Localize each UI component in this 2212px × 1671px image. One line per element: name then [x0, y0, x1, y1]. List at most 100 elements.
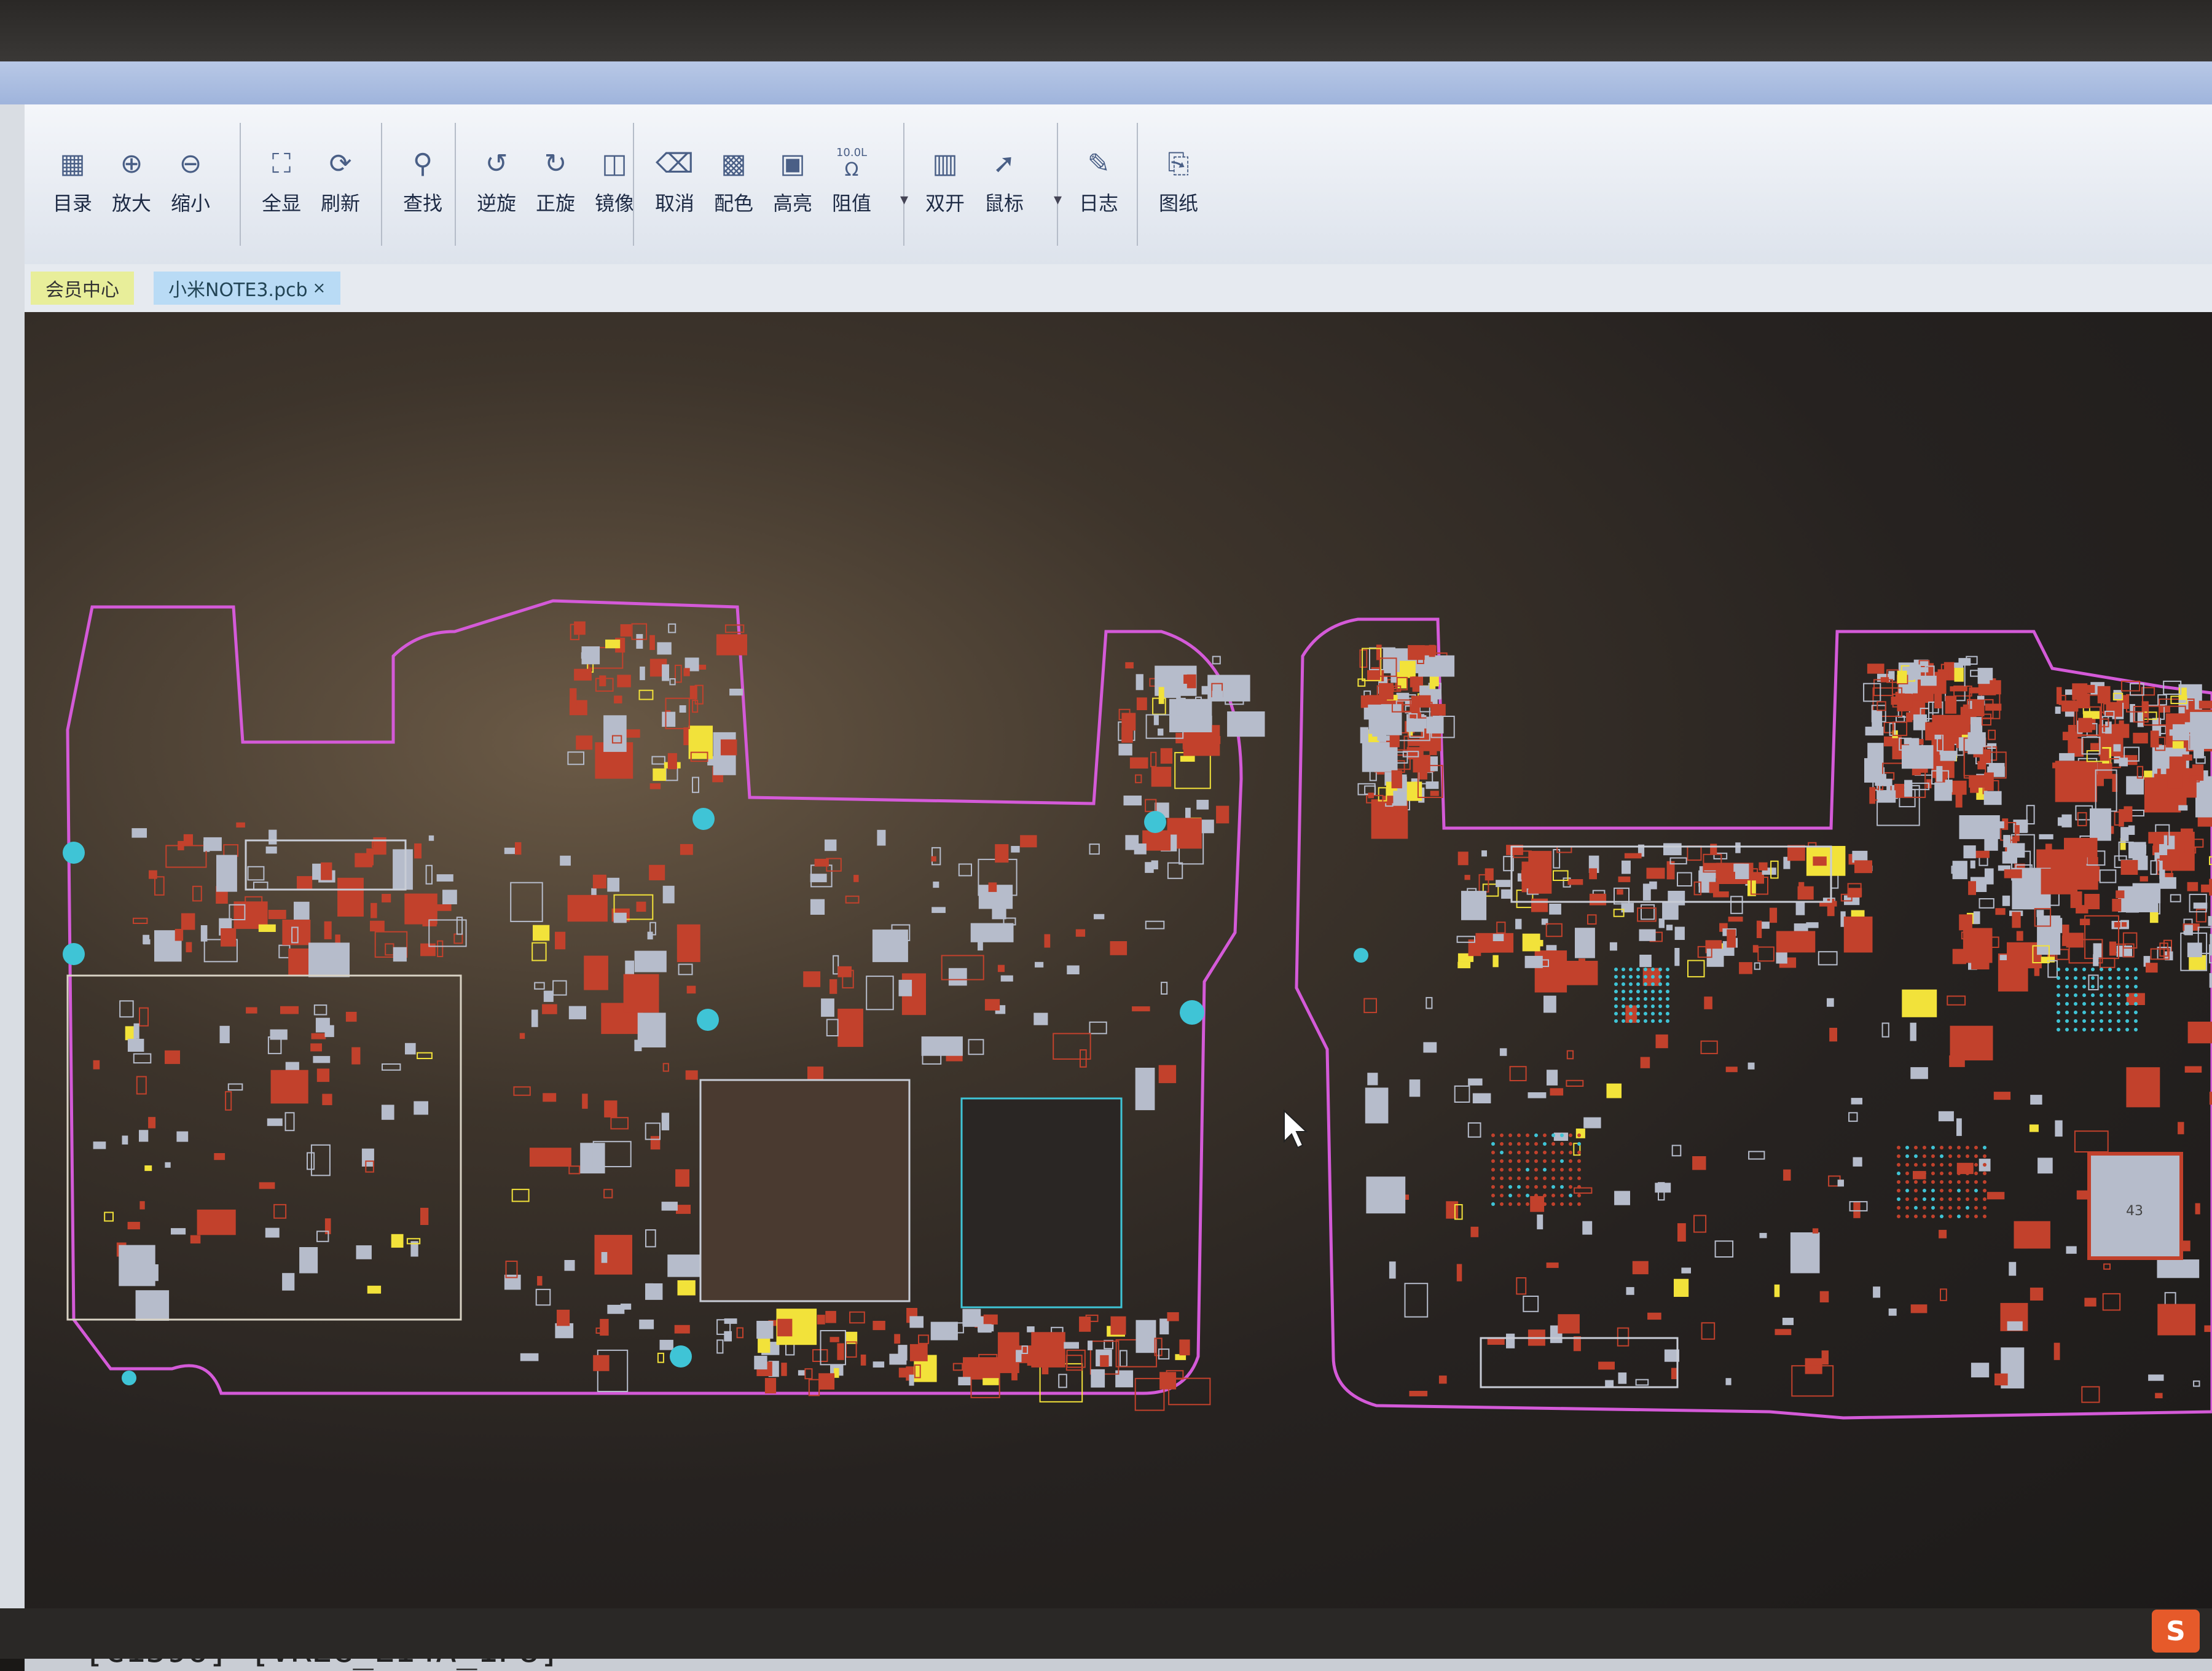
smd-pad[interactable]: [2037, 1158, 2053, 1174]
smd-pad[interactable]: [658, 1353, 664, 1363]
smd-pad[interactable]: [877, 830, 885, 846]
smd-pad[interactable]: [1902, 745, 1934, 769]
smd-pad[interactable]: [1590, 894, 1606, 906]
smd-pad[interactable]: [1813, 856, 1826, 866]
smd-pad[interactable]: [1458, 851, 1469, 865]
dropdown-caret-resistance-icon[interactable]: ▾: [900, 190, 908, 209]
smd-pad[interactable]: [781, 1363, 786, 1376]
smd-pad[interactable]: [1169, 699, 1212, 732]
smd-pad[interactable]: [1461, 891, 1486, 920]
smd-pad[interactable]: [1728, 917, 1743, 922]
smd-pad[interactable]: [729, 689, 743, 695]
smd-pad[interactable]: [2066, 1246, 2077, 1254]
smd-pad[interactable]: [134, 1054, 151, 1063]
smd-pad[interactable]: [382, 894, 391, 902]
smd-pad[interactable]: [1820, 1291, 1829, 1302]
smd-pad[interactable]: [1575, 928, 1595, 958]
smd-pad[interactable]: [992, 901, 1006, 919]
smd-pad[interactable]: [1950, 1026, 1993, 1060]
smd-pad[interactable]: [568, 895, 608, 922]
smd-pad[interactable]: [2055, 1121, 2062, 1137]
smd-pad[interactable]: [1641, 1057, 1650, 1068]
smd-pad[interactable]: [894, 1334, 900, 1344]
smd-pad[interactable]: [1446, 1201, 1458, 1218]
smd-pad[interactable]: [2198, 817, 2212, 827]
smd-pad[interactable]: [825, 840, 836, 851]
smd-pad[interactable]: [680, 844, 693, 855]
smd-pad[interactable]: [214, 1153, 225, 1160]
smd-pad[interactable]: [1977, 761, 1986, 770]
smd-pad[interactable]: [131, 828, 147, 838]
close-icon[interactable]: ×: [313, 279, 326, 297]
smd-pad[interactable]: [1389, 1261, 1396, 1278]
smd-pad[interactable]: [1042, 1367, 1049, 1374]
pcb-canvas[interactable]: 43: [25, 312, 2212, 1627]
smd-pad[interactable]: [2161, 764, 2167, 774]
smd-pad[interactable]: [313, 1056, 330, 1063]
smd-pad[interactable]: [175, 929, 183, 941]
smd-pad[interactable]: [2061, 700, 2078, 711]
smd-pad[interactable]: [995, 844, 1008, 863]
smd-pad[interactable]: [382, 1064, 400, 1070]
smd-pad[interactable]: [1659, 918, 1665, 928]
smd-pad[interactable]: [593, 1355, 609, 1371]
tab-pcb-file[interactable]: 小米NOTE3.pcb ×: [154, 272, 340, 305]
smd-pad[interactable]: [134, 1023, 139, 1039]
smd-pad[interactable]: [649, 635, 655, 650]
toolbar-button-rotate-ccw[interactable]: ↺逆旋: [467, 111, 526, 252]
smd-pad[interactable]: [1656, 1035, 1668, 1048]
smd-pad[interactable]: [133, 918, 147, 923]
smd-pad[interactable]: [1159, 687, 1164, 704]
smd-pad[interactable]: [1994, 1374, 2008, 1385]
smd-pad[interactable]: [1187, 675, 1196, 689]
smd-pad[interactable]: [962, 1309, 981, 1326]
smd-pad[interactable]: [2187, 942, 2202, 957]
smd-pad[interactable]: [837, 1344, 844, 1360]
smd-pad[interactable]: [2195, 1203, 2200, 1215]
smd-pad[interactable]: [649, 865, 665, 880]
smd-pad[interactable]: [2133, 733, 2148, 743]
smd-pad[interactable]: [1726, 1066, 1738, 1072]
smd-pad[interactable]: [637, 902, 646, 912]
smd-pad[interactable]: [2004, 869, 2022, 878]
smd-pad[interactable]: [1124, 796, 1142, 805]
smd-pad[interactable]: [128, 1222, 140, 1229]
smd-pad[interactable]: [810, 874, 827, 882]
smd-pad[interactable]: [1550, 1088, 1564, 1095]
smd-pad[interactable]: [393, 849, 413, 890]
smd-pad[interactable]: [1364, 999, 1376, 1013]
smd-pad[interactable]: [817, 1315, 825, 1325]
smd-pad[interactable]: [687, 986, 696, 994]
smd-pad[interactable]: [1481, 850, 1487, 856]
smd-pad[interactable]: [2003, 835, 2010, 847]
smd-pad[interactable]: [1906, 713, 1913, 722]
smd-pad[interactable]: [675, 1169, 689, 1186]
smd-pad[interactable]: [193, 886, 202, 901]
smd-pad[interactable]: [220, 1026, 230, 1043]
smd-pad[interactable]: [568, 752, 584, 764]
smd-pad[interactable]: [570, 688, 576, 705]
smd-pad[interactable]: [426, 866, 432, 884]
smd-pad[interactable]: [1515, 919, 1521, 929]
smd-pad[interactable]: [2077, 1191, 2088, 1200]
smd-pad[interactable]: [274, 1205, 286, 1218]
smd-pad[interactable]: [1159, 1372, 1176, 1389]
smd-pad[interactable]: [1932, 715, 1970, 735]
smd-pad[interactable]: [269, 830, 276, 845]
smd-pad[interactable]: [1757, 921, 1762, 938]
smd-pad[interactable]: [603, 715, 627, 752]
smd-pad[interactable]: [533, 925, 549, 941]
smd-pad[interactable]: [1727, 929, 1736, 948]
smd-pad[interactable]: [651, 1136, 661, 1149]
smd-pad[interactable]: [1647, 868, 1665, 879]
smd-pad[interactable]: [2114, 744, 2121, 751]
smd-pad[interactable]: [2155, 1393, 2162, 1398]
smd-pad[interactable]: [1867, 743, 1883, 759]
smd-pad[interactable]: [1558, 961, 1598, 985]
smd-pad[interactable]: [226, 1092, 231, 1110]
smd-pad[interactable]: [614, 913, 627, 923]
smd-pad[interactable]: [312, 1033, 326, 1039]
smd-pad[interactable]: [1531, 899, 1548, 912]
smd-pad[interactable]: [1135, 1068, 1155, 1110]
